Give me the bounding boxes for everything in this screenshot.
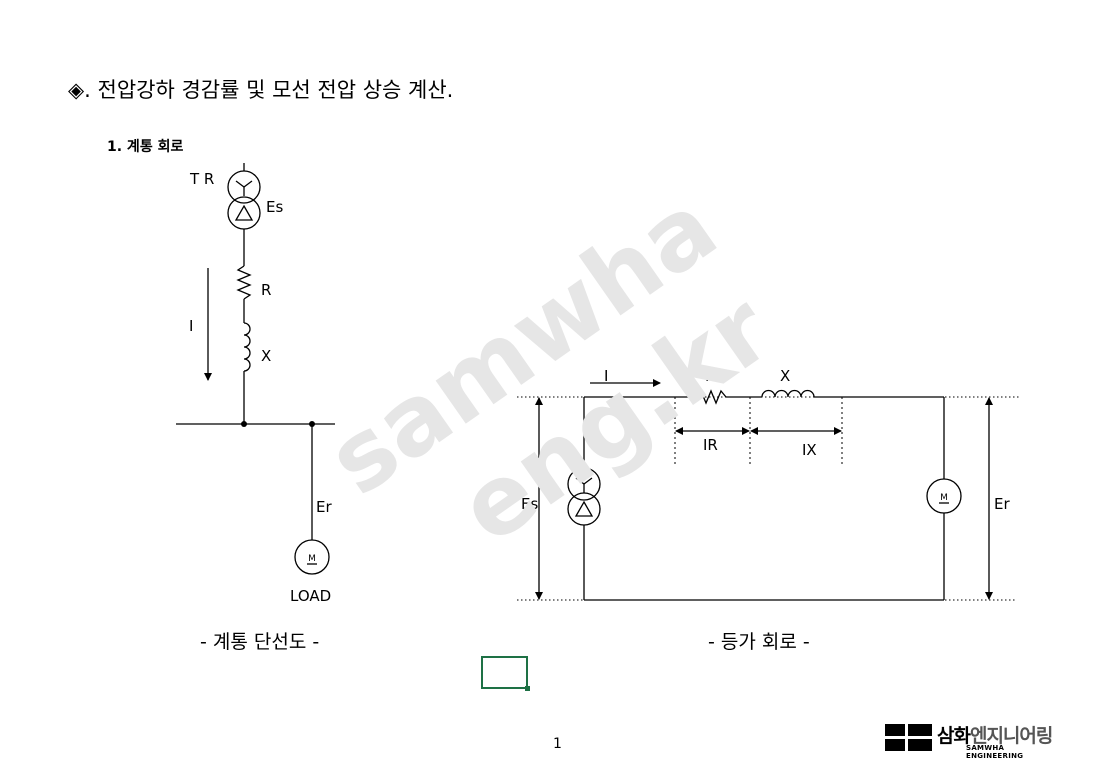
cell-selection-box[interactable] (481, 656, 530, 691)
equivalent-circuit (517, 379, 1020, 601)
page-number: 1 (553, 736, 562, 752)
r-label: R (261, 281, 271, 299)
transformer-symbol (227, 170, 261, 230)
eq-motor-symbol-letter: M (940, 493, 948, 503)
eq-es-label: Es (521, 495, 538, 513)
inductor-symbol (243, 322, 251, 372)
ir-label: IR (703, 436, 718, 454)
current-label: I (189, 317, 193, 335)
ix-label: IX (802, 441, 817, 459)
motor-load-symbol (294, 539, 330, 575)
single-line-labels: T R Es R I X Er M LOAD (189, 170, 332, 605)
er-label: Er (316, 498, 332, 516)
resistor-symbol (236, 265, 252, 300)
logo-name: 삼화엔지니어링 (937, 721, 1053, 748)
logo-block (908, 739, 932, 751)
motor-symbol-letter: M (308, 554, 316, 564)
eq-x-label: X (780, 367, 790, 385)
page-title: ◈. 전압강하 경감률 및 모선 전압 상승 계산. (68, 78, 454, 102)
logo-block (885, 724, 905, 736)
eq-er-label: Er (994, 495, 1010, 513)
equivalent-labels: I R X IR IX Es Er M (521, 367, 1010, 513)
company-logo: 삼화엔지니어링 SAMWHA ENGINEERING (885, 721, 1055, 760)
section-heading: 1. 계통 회로 (107, 139, 184, 155)
eq-current-label: I (604, 367, 608, 385)
logo-name-dark: 삼화 (937, 725, 971, 747)
load-label: LOAD (290, 587, 331, 605)
logo-block (885, 739, 905, 751)
eq-r-label: R (705, 367, 715, 385)
eq-inductor-symbol (761, 389, 815, 398)
fill-handle[interactable] (525, 686, 530, 691)
logo-block (908, 724, 932, 736)
logo-name-light: 엔지니어링 (969, 725, 1053, 747)
logo-subtitle: SAMWHA ENGINEERING (966, 744, 1024, 760)
es-label: Es (266, 198, 283, 216)
tr-label: T R (189, 170, 214, 188)
eq-resistor-symbol (696, 389, 727, 405)
eq-source-transformer (567, 467, 601, 526)
equivalent-caption: - 등가 회로 - (708, 631, 810, 653)
single-line-caption: - 계통 단선도 - (200, 631, 320, 653)
single-line-diagram (176, 163, 335, 575)
x-label: X (261, 347, 271, 365)
